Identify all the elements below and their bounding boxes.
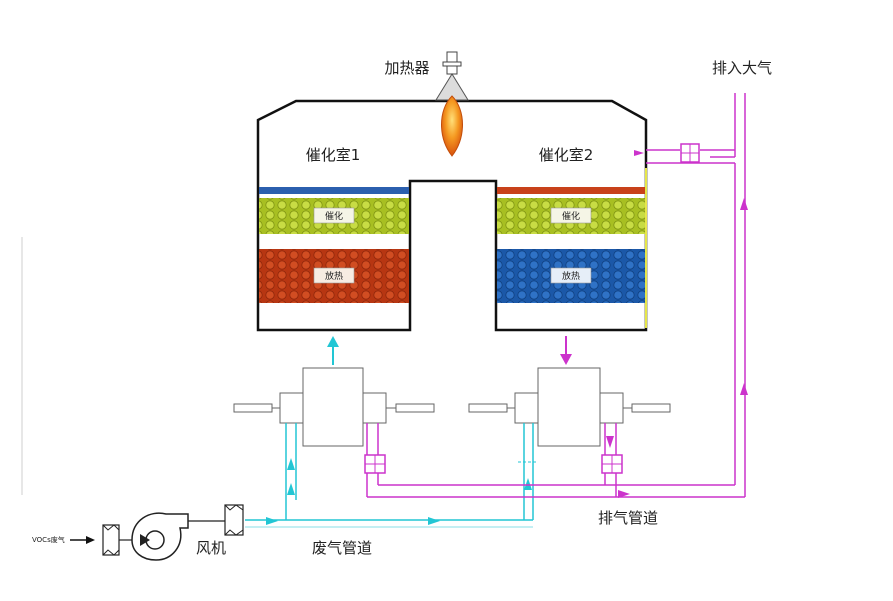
waste-right-arrow-1-icon	[266, 517, 278, 525]
centrifugal-fan-icon	[131, 512, 189, 561]
inlet-section: VOCs废气 风机	[32, 504, 244, 561]
stack-in-arrow-icon	[634, 150, 644, 156]
chamber1-title: 催化室1	[306, 146, 361, 164]
chamber2-down-arrow-icon	[560, 354, 572, 365]
left-valve-assembly	[233, 367, 435, 447]
stack-up-arrow-1-icon	[740, 198, 748, 210]
heater-label: 加热器	[384, 59, 429, 77]
stack-up-arrow-2-icon	[740, 383, 748, 395]
heater-burner-icon	[435, 51, 469, 157]
chamber1-catalyst-label: 催化	[325, 210, 343, 222]
chamber1-heat-tag	[313, 267, 355, 284]
chamber2-layers: 催化 放热	[497, 168, 647, 328]
chamber1-layers: 催化 放热	[259, 187, 409, 303]
waste-right-arrow-2-icon	[428, 517, 440, 525]
flame-icon	[441, 95, 463, 157]
chamber-flow-arrows	[327, 336, 572, 365]
chamber1-top-strip	[259, 187, 409, 194]
chamber2-catalyst-tag	[550, 207, 592, 224]
chamber2-top-strip	[497, 187, 645, 194]
chamber2-heat-tag	[550, 267, 592, 284]
exhaust-down-arrow-icon	[606, 436, 614, 448]
inlet-arrow-icon	[86, 536, 95, 544]
chamber2-catalyst-label: 催化	[562, 210, 580, 222]
waste-gas-pipes	[245, 423, 538, 528]
right-valve-assembly	[468, 367, 671, 447]
filter-1-icon	[102, 524, 120, 556]
chamber2-heat-label: 放热	[562, 270, 580, 282]
waste-up-arrow-2-icon	[287, 483, 295, 495]
fan-label: 风机	[196, 539, 226, 557]
chamber1-catalyst-tag	[313, 207, 355, 224]
exhaust-pipes	[364, 423, 745, 498]
exhaust-stack	[634, 93, 748, 497]
waste-gas-pipe-label: 废气管道	[312, 539, 372, 557]
exhaust-pipe-label: 排气管道	[598, 509, 658, 527]
chamber2-title: 催化室2	[539, 146, 594, 164]
inlet-gas-label: VOCs废气	[32, 535, 65, 544]
exhaust-right-arrow-icon	[618, 490, 630, 498]
chamber1-up-arrow-icon	[327, 336, 339, 347]
chamber1-heat-label: 放热	[325, 270, 343, 282]
exhaust-to-air-label: 排入大气	[712, 59, 772, 77]
waste-up-arrow-3-icon	[524, 478, 532, 490]
filter-2-icon	[224, 504, 244, 536]
waste-up-arrow-1-icon	[287, 458, 295, 470]
